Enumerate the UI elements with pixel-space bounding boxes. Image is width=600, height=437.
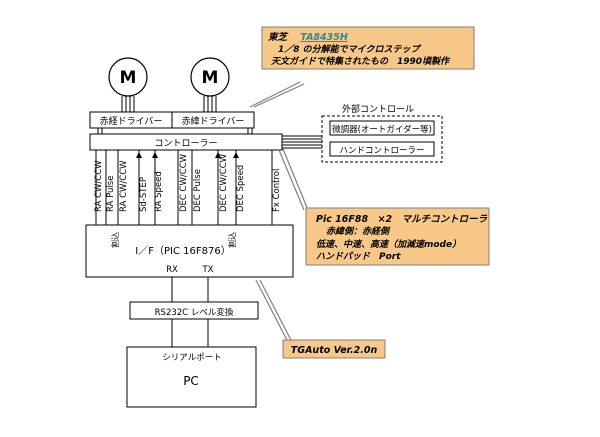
hand-controller-box: ハンドコントローラー — [339, 146, 424, 156]
ra-driver-box: 赤経ドライバー — [89, 111, 173, 129]
chip-part-link: TA8435H — [300, 32, 348, 43]
level-converter-box: RS232C レベル変換 — [129, 301, 259, 320]
svg-text:赤緯ドライバー: 赤緯ドライバー — [182, 115, 245, 127]
autoguider-box: 微調器(オートガイダー等) — [332, 124, 432, 135]
controller-spec: Pic 16F88 ×2 マルチコントローラ — [316, 214, 488, 225]
signal-label: Fx Control — [272, 169, 282, 212]
interface-label: I／F（PIC 16F876） — [135, 245, 230, 257]
svg-text:コントローラー: コントローラー — [154, 138, 217, 149]
controller-port: ハンドパッド Port — [316, 251, 401, 262]
signal-label: Sd-STEP — [139, 177, 149, 212]
rx-label: RX — [166, 265, 178, 275]
svg-text:RS232C レベル変換: RS232C レベル変換 — [155, 307, 234, 318]
signal-label: DEC Pulse — [193, 169, 203, 212]
rx-tx-lines — [171, 277, 209, 302]
software-version-callout: TGAuto Ver.2.0n — [282, 339, 386, 359]
external-bus — [282, 135, 322, 149]
pc-label: PC — [183, 374, 199, 388]
serial-port-label: シリアルポート — [162, 353, 221, 363]
svg-text:赤経ドライバー: 赤経ドライバー — [100, 115, 163, 127]
signal-label: DEC CW/CCW — [219, 153, 229, 212]
external-controls-group: 外部コントロール 微調器(オートガイダー等) ハンドコントローラー — [321, 103, 443, 163]
signal-label: RA CW/CCW — [94, 160, 104, 212]
dec-driver-box: 赤緯ドライバー — [171, 111, 255, 129]
interrupt-label: 割込 — [227, 232, 237, 248]
ra-motor: M — [108, 57, 148, 112]
callout-leaders — [249, 81, 309, 347]
chip-origin: 天文ガイドで特集されたもの 1990頃製作 — [271, 56, 451, 67]
interface-box: 割込 割込 I／F（PIC 16F876） RX TX — [85, 224, 294, 278]
chip-resolution: 1／8 の分解能でマイクロステップ — [278, 44, 421, 55]
software-version: TGAuto Ver.2.0n — [291, 345, 378, 356]
dec-motor: M — [190, 57, 230, 112]
driver-controller-links — [97, 128, 253, 134]
controller-box: コントローラー — [89, 133, 283, 151]
driver-chip-callout: 東芝 TA8435H 1／8 の分解能でマイクロステップ 天文ガイドで特集された… — [261, 26, 475, 70]
serial-lines — [171, 319, 209, 347]
interrupt-label: 割込 — [110, 232, 120, 248]
signal-label: RA CW/CCW — [119, 160, 129, 212]
tx-label: TX — [201, 265, 213, 275]
multi-controller-callout: Pic 16F88 ×2 マルチコントローラ 赤緯側：赤経側 低速、中速、高速（… — [305, 207, 490, 266]
chip-maker: 東芝 — [268, 31, 289, 43]
signal-label: DEC CW/CCW — [179, 153, 189, 212]
motor-label: M — [120, 68, 137, 88]
signal-lines — [95, 150, 273, 225]
pc-box: シリアルポート PC — [126, 346, 257, 408]
controller-speeds: 低速、中速、高速（加減速mode） — [316, 239, 461, 250]
svg-text:東芝 TA8435H: 東芝 TA8435H — [268, 31, 348, 43]
signal-label: DEC Speed — [236, 165, 246, 212]
signal-label: RA Pulse — [106, 176, 116, 212]
external-controls-title: 外部コントロール — [342, 103, 414, 115]
controller-axes: 赤緯側：赤経側 — [326, 226, 391, 237]
signal-label: RA Speed — [154, 171, 164, 212]
signal-labels: RA CW/CCW RA Pulse RA CW/CCW Sd-STEP RA … — [94, 153, 282, 212]
motor-label: M — [202, 68, 219, 88]
